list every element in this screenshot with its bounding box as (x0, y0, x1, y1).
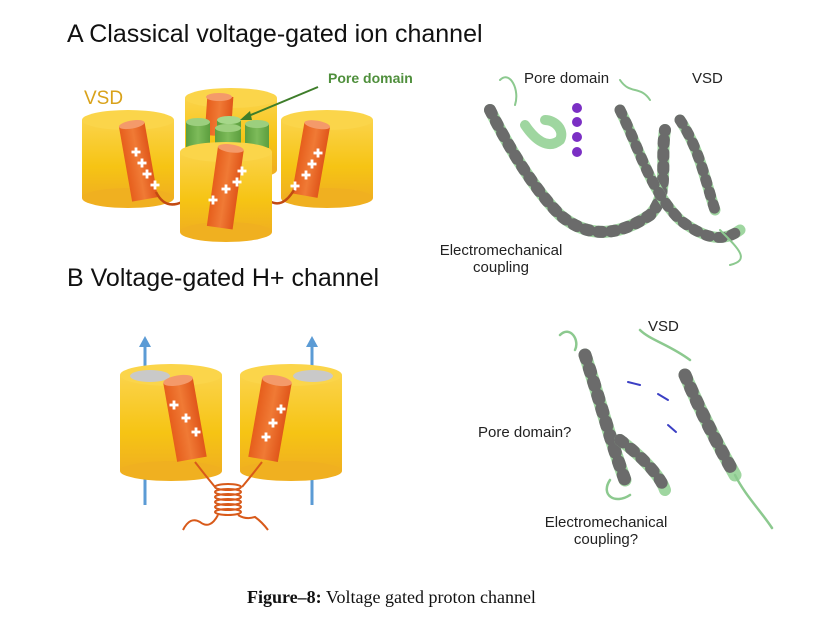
cartoon-vsd-label: VSD (84, 88, 124, 109)
pore-domain-cylinders (186, 116, 269, 148)
vsd-cylinder-b-left (120, 364, 222, 481)
vsd-cylinder-right (281, 110, 373, 208)
panel-b-structure (558, 328, 774, 530)
caption-label: Figure–8: (247, 587, 322, 607)
structure-b-vsd-label: VSD (648, 318, 679, 335)
structure-b-pore-label: Pore domain? (478, 424, 572, 441)
vsd-cylinder-b-right (240, 364, 342, 481)
structure-a-vsd-label: VSD (692, 70, 723, 87)
panel-a-cartoon (82, 86, 373, 242)
panel-a-title: A Classical voltage-gated ion channel (67, 20, 483, 48)
figure-caption: Figure–8: Voltage gated proton channel (247, 587, 536, 608)
vsd-cylinder-front (180, 142, 272, 242)
structure-b-coupling-label: Electromechanical coupling? (528, 514, 684, 548)
pore-arrow (245, 86, 319, 118)
panel-a-structure (484, 76, 746, 266)
caption-text: Voltage gated proton channel (321, 587, 536, 607)
panel-b-cartoon (120, 336, 342, 531)
structure-a-pore-label: Pore domain (524, 70, 610, 87)
cartoon-pore-label: Pore domain (328, 70, 413, 86)
coupling-b-line-2: coupling? (573, 531, 639, 548)
coupling-b-line-1: Electromechanical (544, 514, 668, 531)
coupling-line-1: Electromechanical (439, 242, 563, 259)
panel-b-title: B Voltage-gated H+ channel (67, 264, 380, 292)
vsd-cylinder-left (82, 110, 174, 208)
coupling-line-2: coupling (473, 259, 529, 276)
structure-a-coupling-label: Electromechanical coupling (425, 242, 577, 276)
ion-spheres (572, 103, 582, 157)
coiled-coil (182, 461, 269, 531)
